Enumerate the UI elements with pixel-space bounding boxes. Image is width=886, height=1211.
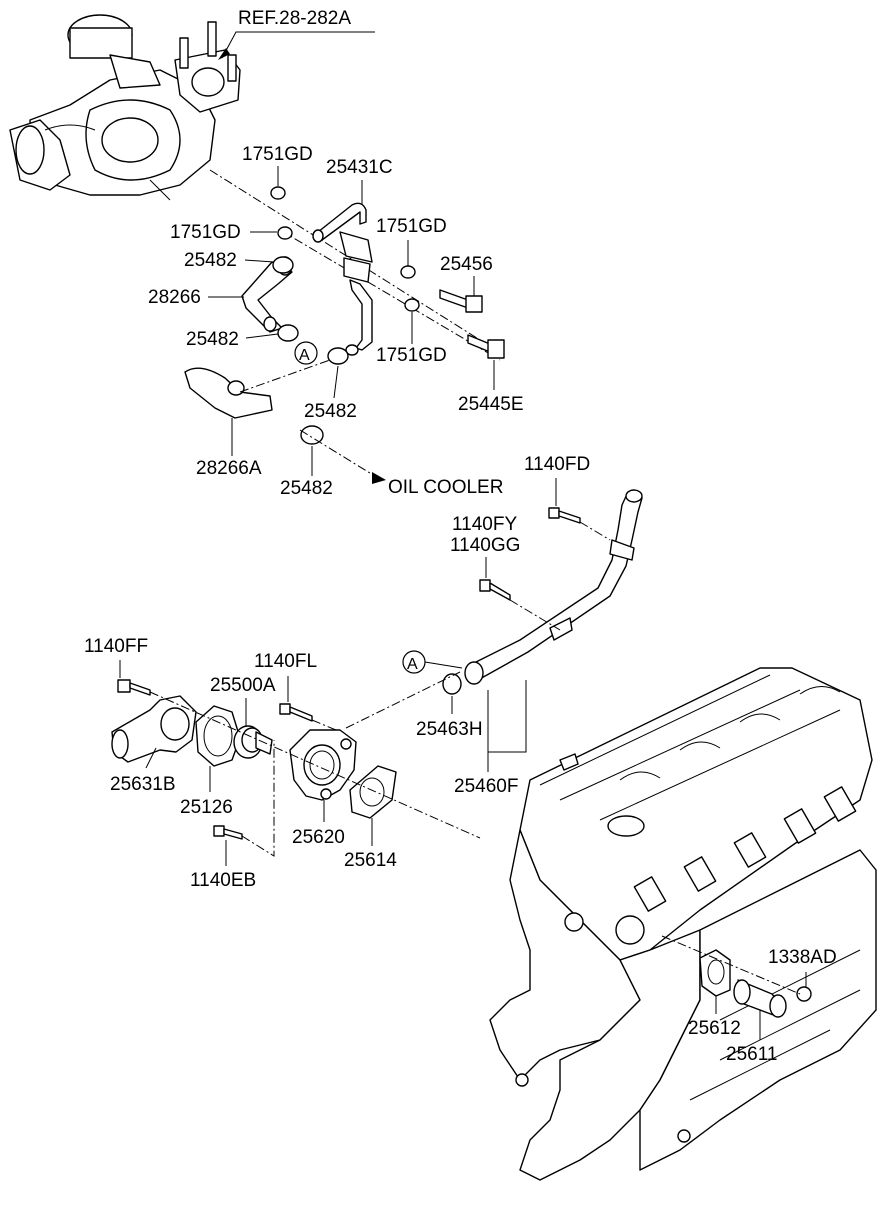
washer-1751gd-b [277,226,293,240]
label-28266a: 28266A [196,458,262,479]
label-1751gd-d: 1751GD [376,345,447,366]
leader-25482-b [245,333,279,339]
label-25482-d: 25482 [280,478,333,499]
label-25460f: 25460F [454,776,518,797]
clamp-25482-b [277,324,299,342]
centerline-1140eb [241,740,275,857]
leader-25482-a [244,259,275,263]
centerline-pipe-housing [345,671,461,729]
label-28266: 28266 [148,287,201,308]
label-25611: 25611 [726,1044,777,1065]
nut-1338ad [796,986,812,1002]
thermostat-25500a [233,725,273,759]
bolt-1140ff [117,679,151,696]
label-25463h: 25463H [416,719,483,740]
fitting-25611 [733,979,787,1018]
marker-a-top [294,341,318,365]
label-25482-b: 25482 [186,329,239,350]
label-25482-a: 25482 [184,250,237,271]
ref-label: REF.28-282A [238,8,351,29]
label-oil-cooler: OIL COOLER [388,477,503,498]
turbocharger [9,14,241,201]
label-1140ff: 1140FF [84,636,148,657]
washer-1751gd-d [404,298,420,312]
label-25431c: 25431C [326,157,393,178]
clamp-25482-c [327,347,349,365]
bolt-1140fy [479,579,511,601]
washer-1751gd-c [400,265,416,279]
label-25612: 25612 [688,1018,741,1039]
centerline-oil-cooler [299,429,379,479]
label-25126: 25126 [180,797,233,818]
bolt-1140eb [213,825,243,840]
label-1751gd-b: 1751GD [170,222,241,243]
washer-1751gd-a [270,186,286,200]
bolt-25445e [467,334,505,359]
oil-feed-pipe [312,202,373,356]
ref-arrow [218,48,230,60]
leader-25482-c [333,365,339,399]
centerline-hose [239,359,331,393]
clamp-25482-a [272,256,294,274]
label-25500a: 25500A [210,675,276,696]
centerline-turbo [209,169,481,341]
label-25614: 25614 [344,850,397,871]
label-25631b: 25631B [110,774,176,795]
leader-25631b [145,747,157,769]
label-1751gd-a: 1751GD [242,144,313,165]
label-1751gd-c: 1751GD [376,216,447,237]
ref-leader [221,31,375,59]
label-1140fd: 1140FD [524,454,590,475]
oil-cooler-arrow [372,472,386,484]
gasket-25614 [349,765,397,819]
gasket-25612 [699,949,731,997]
centerline-bolts [279,229,501,361]
marker-a-top-text: A [299,347,310,364]
water-pipe-25460f [464,489,643,685]
centerline-engine-fitting [661,935,801,995]
label-1140eb: 1140EB [190,870,256,891]
label-25445e: 25445E [458,394,524,415]
leader-25460f [487,680,527,772]
centerline-1140fy [509,599,561,631]
bolt-25456 [439,289,483,313]
housing-25631b [111,695,197,763]
housing-25620 [289,729,357,801]
leader-marker-a [424,661,463,669]
label-1140fl: 1140FL [254,651,317,672]
centerline-1140fl [311,719,337,731]
bolt-1140fd [548,507,581,524]
engine-block [489,667,877,1181]
bolt-1140fl [279,703,313,722]
label-25620: 25620 [292,827,345,848]
marker-a-bottom-text: A [407,656,418,673]
label-25482-c: 25482 [304,401,357,422]
clamp-25482-d [300,425,324,445]
centerline-1140fd [579,521,611,541]
hose-28266a [184,367,273,419]
oring-25463h [442,673,462,695]
label-1140gg: 1140GG [450,535,520,556]
label-1140fy: 1140FY [452,514,517,535]
label-25456: 25456 [440,254,493,275]
label-1338ad: 1338AD [768,947,837,968]
